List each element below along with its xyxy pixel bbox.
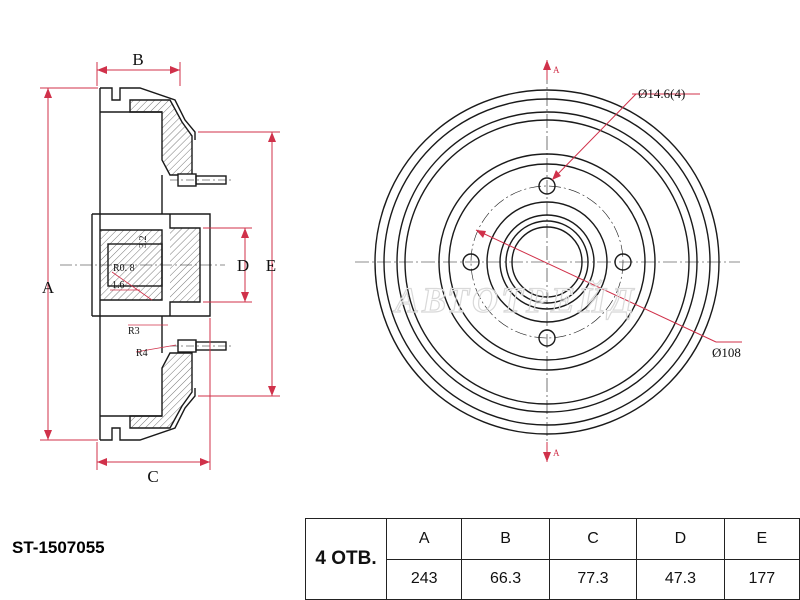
annotation-roughness-16: 1.6 bbox=[112, 280, 125, 291]
value-e: 177 bbox=[723, 558, 800, 600]
header-b: B bbox=[461, 518, 550, 560]
dimension-table: 4 ОТВ. A B C D E 243 66.3 77.3 47.3 177 bbox=[305, 518, 800, 600]
value-c: 77.3 bbox=[548, 558, 638, 600]
section-marker-bottom: A bbox=[553, 448, 560, 458]
holes-count: 4 ОТВ. bbox=[305, 518, 387, 600]
bolt-hole-diameter-label: Ø14.6(4) bbox=[638, 86, 685, 101]
value-b: 66.3 bbox=[461, 558, 550, 600]
table-value-row: 243 66.3 77.3 47.3 177 bbox=[306, 558, 800, 600]
part-number: ST-1507055 bbox=[12, 538, 105, 557]
header-c: C bbox=[548, 518, 638, 560]
value-a: 243 bbox=[385, 558, 463, 600]
side-section-view bbox=[60, 87, 232, 441]
dim-label-d: D bbox=[237, 256, 249, 275]
dim-label-e: E bbox=[266, 256, 276, 275]
annotation-r4: R4 bbox=[136, 348, 148, 359]
technical-drawing: A B C D E R0. 8 1.6 3.2 R3 R4 bbox=[40, 50, 742, 486]
value-d: 47.3 bbox=[636, 558, 725, 600]
annotation-roughness-32: 3.2 bbox=[138, 236, 149, 249]
dim-label-a: A bbox=[42, 278, 55, 297]
pcd-diameter-label: Ø108 bbox=[712, 345, 741, 360]
header-e: E bbox=[723, 518, 800, 560]
table-header-row: 4 ОТВ. A B C D E bbox=[305, 518, 800, 600]
section-marker-top: A bbox=[553, 65, 560, 75]
side-dimension-lines bbox=[40, 62, 280, 470]
annotation-r3: R3 bbox=[128, 326, 140, 337]
watermark: АВТОТРЕЙД bbox=[393, 279, 637, 320]
dim-label-c: C bbox=[147, 467, 158, 486]
front-view bbox=[355, 70, 740, 455]
dim-label-b: B bbox=[132, 50, 143, 69]
header-d: D bbox=[636, 518, 725, 560]
annotation-r08: R0. 8 bbox=[113, 263, 135, 274]
header-a: A bbox=[385, 518, 463, 560]
